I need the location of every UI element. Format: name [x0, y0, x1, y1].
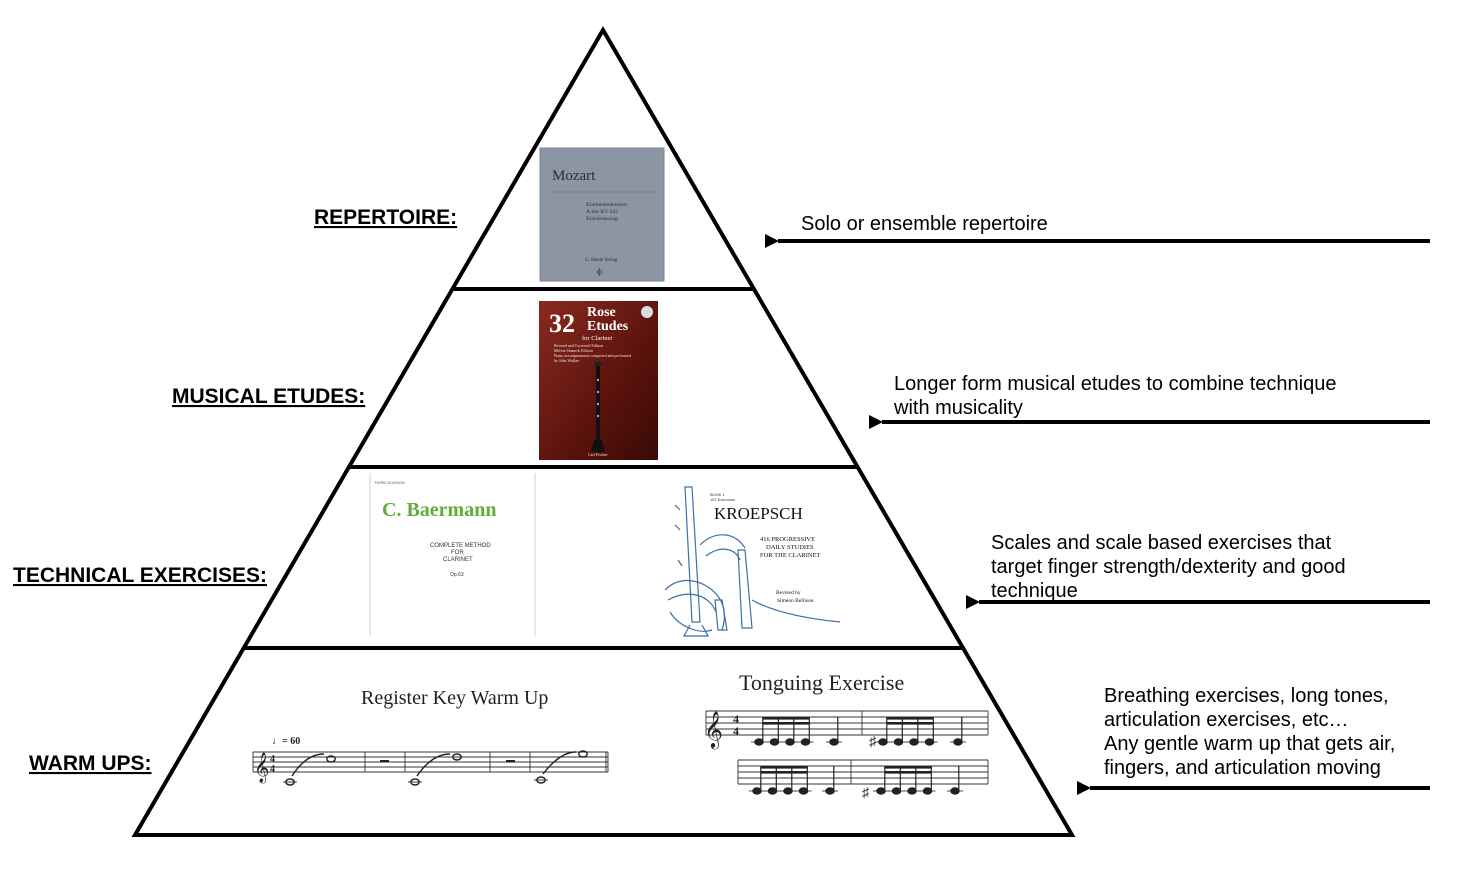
tonguing-meter-top: 4: [733, 712, 739, 726]
description-warmups-line: Breathing exercises, long tones,: [1104, 685, 1389, 707]
rose-title-line: Rose: [587, 305, 616, 320]
clarinet-sketch-icon: [664, 486, 841, 637]
description-technical-exercises: Scales and scale based exercises that ta…: [991, 532, 1351, 602]
score-register-key-warm-up: Register Key Warm Up ♩= 60 𝄞 4 4: [252, 687, 609, 786]
description-musical-etudes: Longer form musical etudes to combine te…: [893, 373, 1342, 419]
kroepsch-title: KROEPSCH: [714, 504, 803, 523]
kroepsch-book-line: 167 Exercises: [710, 497, 735, 502]
description-technical-line: target finger strength/dexterity and goo…: [991, 556, 1346, 578]
book-cover-rose-etudes: 32 Rose Etudes for Clarinet Revised and …: [539, 301, 658, 460]
tonguing-title: Tonguing Exercise: [739, 670, 904, 695]
register-meter-top: 4: [270, 754, 275, 765]
description-technical-line: Scales and scale based exercises that: [991, 532, 1332, 554]
description-etudes-line: Longer form musical etudes to combine te…: [894, 373, 1336, 395]
clarinet-icon: [591, 362, 605, 452]
level-label-warm-ups: WARM UPS:: [29, 752, 152, 775]
kroepsch-revised-line: Simeon Bellison: [777, 598, 814, 604]
pyramid: [131, 26, 1076, 837]
sharp-icon: ♯: [862, 786, 870, 801]
kroepsch-subtitle-line: 416 PROGRESSIVE: [760, 536, 815, 543]
level-label-musical-etudes: MUSICAL ETUDES:: [172, 385, 365, 408]
note-beam: [762, 717, 810, 720]
rose-subtitle: for Clarinet: [582, 335, 612, 342]
rose-fine-print: Revised and Corrected Edition: [554, 343, 603, 348]
kroepsch-book-line: BOOK 1: [710, 492, 726, 497]
kroepsch-subtitle-line: DAILY STUDIES: [766, 544, 814, 551]
mozart-subtitle-line: Klavierauszug: [586, 216, 618, 222]
note-beam: [760, 766, 808, 769]
mozart-cover: [540, 148, 664, 281]
rose-number: 32: [549, 309, 575, 338]
baermann-series: THIRD DIVISION: [374, 480, 405, 485]
rose-fine-print: Piano accompaniment composed and perform…: [554, 353, 631, 358]
pyramid-outline: [131, 26, 1076, 837]
register-key-title: Register Key Warm Up: [361, 687, 548, 709]
description-etudes-line: with musicality: [893, 397, 1023, 419]
cd-badge-icon: [641, 306, 653, 318]
description-warmups-line: Any gentle warm up that gets air,: [1104, 733, 1395, 755]
note-beam: [884, 771, 932, 774]
description-repertoire-line: Solo or ensemble repertoire: [801, 213, 1048, 235]
sharp-icon: ♯: [869, 735, 877, 750]
mozart-publisher: G. Henle Verlag: [585, 258, 618, 263]
note-beam: [760, 771, 808, 774]
kroepsch-revised-line: Revised by: [776, 590, 801, 596]
mozart-subtitle-line: A-dur KV 622: [586, 209, 618, 215]
register-meter-bottom: 4: [270, 764, 275, 775]
description-warmups-line: fingers, and articulation moving: [1104, 757, 1381, 779]
level-label-repertoire: REPERTOIRE:: [314, 206, 457, 229]
description-warmups-line: articulation exercises, etc…: [1104, 709, 1349, 731]
score-tonguing-exercise: Tonguing Exercise 𝄞 4 4 ♯ ♯: [704, 670, 989, 801]
book-cover-mozart: Mozart Klarinettenkonzert A-dur KV 622 K…: [539, 147, 665, 282]
baermann-subtitle-line: FOR: [451, 550, 464, 556]
tonguing-meter-bottom: 4: [733, 724, 739, 738]
treble-clef-icon: 𝄞: [704, 711, 723, 749]
rose-title-line: Etudes: [587, 319, 629, 334]
note-beam: [886, 717, 934, 720]
note-beam: [762, 722, 810, 725]
treble-clef-icon: 𝄞: [254, 752, 269, 784]
book-cover-kroepsch: BOOK 1 167 Exercises KROEPSCH 416 PROGRE…: [664, 486, 841, 637]
description-warm-ups: Breathing exercises, long tones, articul…: [1104, 685, 1401, 779]
baermann-subtitle-line: CLARINET: [443, 557, 473, 563]
baermann-cover: [370, 473, 535, 636]
description-technical-line: technique: [991, 580, 1078, 602]
level-label-technical-exercises: TECHNICAL EXERCISES:: [13, 564, 267, 587]
rose-fine-print: by John Walker: [554, 358, 580, 363]
rose-publisher: Carl Fischer: [588, 452, 608, 457]
baermann-title: C. Baermann: [382, 499, 496, 521]
register-notes: [283, 750, 588, 786]
note-beam: [884, 766, 932, 769]
rose-fine-print: Melvin Shaneck Edition: [554, 348, 593, 353]
book-cover-baermann: THIRD DIVISION C. Baermann COMPLETE METH…: [369, 473, 536, 636]
henle-logo: ф: [597, 267, 602, 276]
kroepsch-subtitle-line: FOR THE CLARINET: [760, 552, 821, 559]
baermann-subtitle-line: COMPLETE METHOD: [430, 543, 491, 549]
baermann-opus: Op.63: [450, 572, 464, 578]
note-beam: [886, 722, 934, 725]
description-repertoire: Solo or ensemble repertoire: [801, 213, 1048, 235]
register-tempo: ♩= 60: [272, 736, 300, 747]
mozart-subtitle-line: Klarinettenkonzert: [586, 202, 628, 208]
mozart-title: Mozart: [552, 168, 596, 184]
tonguing-staff-1: [705, 710, 989, 736]
tonguing-notes: [749, 717, 966, 795]
